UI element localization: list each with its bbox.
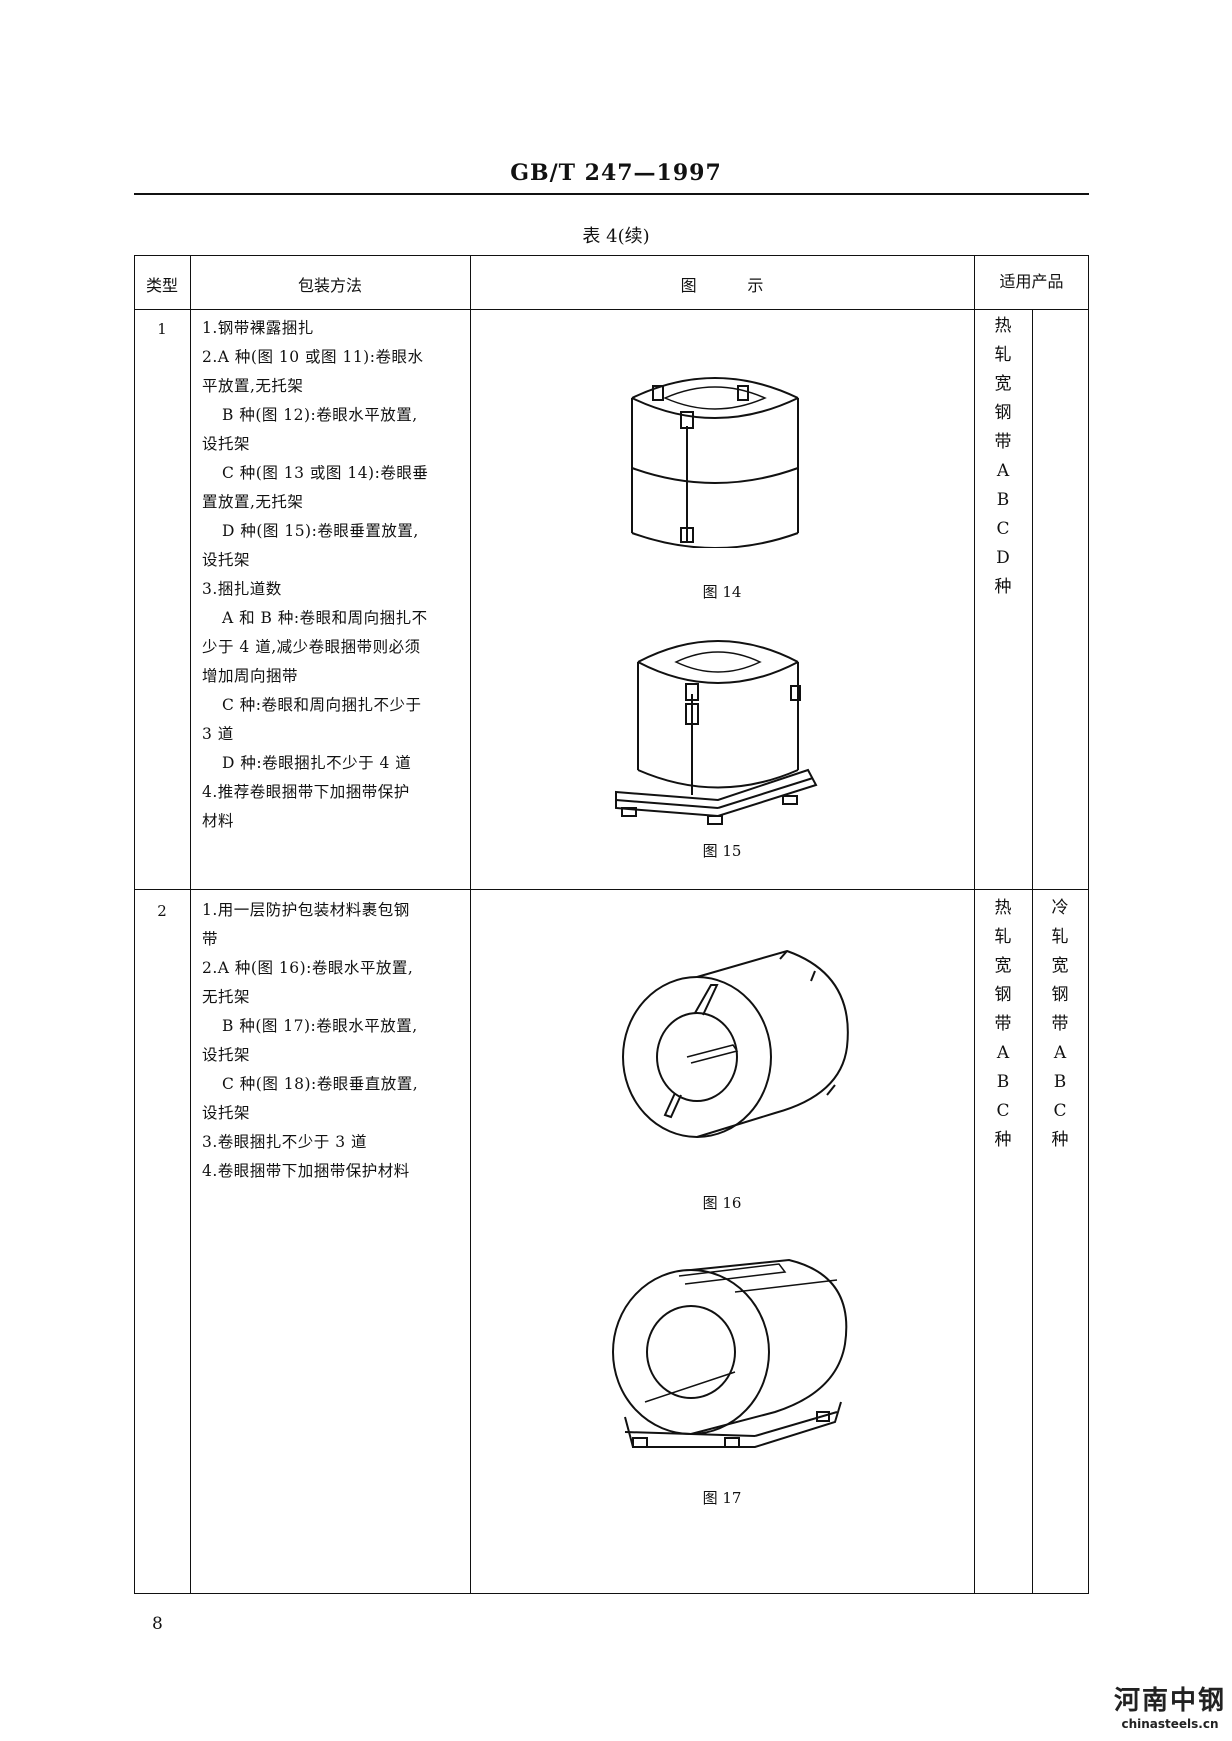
document-header: GB/T 247—1997 (510, 160, 722, 186)
header-rule (134, 193, 1089, 195)
method-line: B 种(图 17):卷眼水平放置, (222, 1017, 418, 1035)
method-line: B 种(图 12):卷眼水平放置, (222, 406, 418, 424)
method-line: 3.卷眼捆扎不少于 3 道 (202, 1133, 368, 1151)
product-char: 轧 (994, 345, 1012, 365)
method-line: 4.推荐卷眼捆带下加捆带保护 (202, 783, 410, 801)
product-char: 宽 (994, 374, 1012, 394)
product-char: 轧 (1051, 927, 1069, 947)
product-char: A (996, 461, 1010, 481)
method-line: 4.卷眼捆带下加捆带保护材料 (202, 1162, 410, 1180)
watermark-en: chinasteels.cn (1121, 1717, 1219, 1731)
method-line: 1.钢带裸露捆扎 (202, 319, 314, 337)
method-line: 少于 4 道,减少卷眼捆带则必须 (202, 638, 421, 656)
product-char: 热 (994, 316, 1012, 336)
figure-15-vertical-coil-pallet-drawing (615, 640, 818, 825)
method-line: C 种(图 18):卷眼垂直放置, (222, 1075, 419, 1093)
product-char: 钢 (1051, 985, 1069, 1005)
product-char: A (996, 1043, 1010, 1063)
figure-14-vertical-coil-drawing (631, 377, 799, 548)
product-char: 宽 (1051, 956, 1069, 976)
header-row-line (134, 309, 1089, 310)
page-number: 8 (152, 1614, 163, 1634)
figure-14-caption: 图 14 (702, 583, 742, 601)
row2-type: 2 (157, 902, 167, 920)
method-line: 置放置,无托架 (202, 493, 304, 511)
col-header-type: 类型 (145, 276, 178, 295)
method-line: 1.用一层防护包装材料裹包钢 (202, 901, 410, 919)
product-char: 带 (1051, 1014, 1069, 1034)
method-line: 设托架 (202, 1104, 251, 1122)
method-line: 增加周向捆带 (202, 667, 299, 685)
col-header-figure: 图 示 (680, 276, 764, 295)
method-line: 设托架 (202, 1046, 251, 1064)
method-line: 2.A 种(图 10 或图 11):卷眼水 (202, 348, 424, 366)
method-line: D 种(图 15):卷眼垂置放置, (222, 522, 419, 540)
product-char: 种 (994, 1130, 1012, 1150)
method-line: D 种:卷眼捆扎不少于 4 道 (222, 754, 412, 772)
row2-product-cold-rolled: 冷 轧 宽 钢 带 A B C 种 (1046, 894, 1074, 1155)
method-line: 设托架 (202, 435, 251, 453)
row1-product-hot-rolled: 热 轧 宽 钢 带 A B C D 种 (989, 312, 1017, 602)
product-char: 带 (994, 1014, 1012, 1034)
product-char: 冷 (1051, 898, 1069, 918)
watermark-cn: 河南中钢 (1113, 1686, 1226, 1716)
product-char: A (1053, 1043, 1067, 1063)
figure-15-caption: 图 15 (702, 842, 742, 860)
product-char: C (1053, 1101, 1067, 1121)
table-frame (134, 255, 1089, 1594)
col-divider-figure (974, 255, 975, 1594)
method-line: 3.捆扎道数 (202, 580, 282, 598)
product-char: B (996, 490, 1010, 510)
method-line: C 种:卷眼和周向捆扎不少于 (222, 696, 422, 714)
product-char: 热 (994, 898, 1012, 918)
col-divider-type (190, 255, 191, 1594)
row2-method: 1.用一层防护包装材料裹包钢 带 2.A 种(图 16):卷眼水平放置, 无托架… (202, 896, 418, 1186)
figure-16-horizontal-coil-drawing (622, 949, 849, 1138)
product-char: C (996, 519, 1010, 539)
method-line: 3 道 (202, 725, 234, 743)
row1-type: 1 (157, 320, 167, 338)
figure-17-caption: 图 17 (702, 1489, 742, 1507)
product-char: C (996, 1101, 1010, 1121)
method-line: 设托架 (202, 551, 251, 569)
product-char: B (1053, 1072, 1067, 1092)
method-line: 2.A 种(图 16):卷眼水平放置, (202, 959, 414, 977)
figure-16-caption: 图 16 (702, 1194, 742, 1212)
figure-17-horizontal-coil-saddle-drawing (612, 1258, 848, 1448)
watermark: 河南中钢 chinasteels.cn (1114, 1680, 1226, 1731)
method-line: 无托架 (202, 988, 251, 1006)
product-char: 钢 (994, 403, 1012, 423)
method-line: C 种(图 13 或图 14):卷眼垂 (222, 464, 429, 482)
product-char: 带 (994, 432, 1012, 452)
product-char: 钢 (994, 985, 1012, 1005)
col-divider-method (470, 255, 471, 1594)
row-divider (134, 889, 1089, 890)
col-header-product: 适用产品 (999, 272, 1064, 291)
product-char: 种 (1051, 1130, 1069, 1150)
method-line: 带 (202, 930, 219, 948)
product-char: 轧 (994, 927, 1012, 947)
product-char: B (996, 1072, 1010, 1092)
col-divider-product (1032, 309, 1033, 1594)
row2-product-hot-rolled: 热 轧 宽 钢 带 A B C 种 (989, 894, 1017, 1155)
method-line: 平放置,无托架 (202, 377, 304, 395)
table-caption: 表 4(续) (582, 226, 650, 247)
product-char: D (996, 548, 1010, 568)
product-char: 种 (994, 577, 1012, 597)
product-char: 宽 (994, 956, 1012, 976)
row1-method: 1.钢带裸露捆扎 2.A 种(图 10 或图 11):卷眼水 平放置,无托架 B… (202, 314, 428, 836)
method-line: A 和 B 种:卷眼和周向捆扎不 (222, 609, 428, 627)
method-line: 材料 (202, 812, 235, 830)
col-header-method: 包装方法 (297, 276, 362, 295)
